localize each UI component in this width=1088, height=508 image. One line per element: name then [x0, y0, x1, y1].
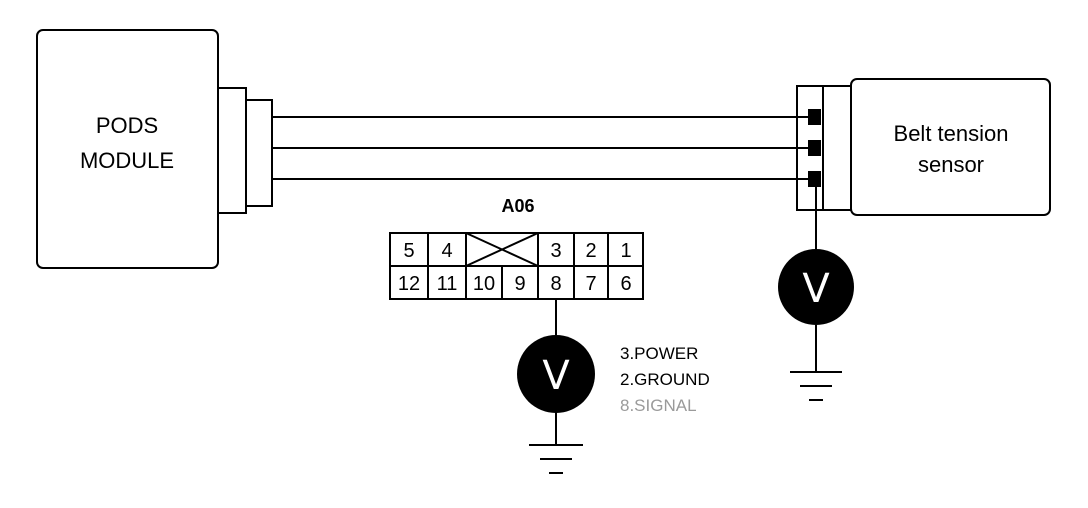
connector-a06 [389, 232, 644, 300]
legend-power: 3.POWER [620, 344, 698, 363]
legend-signal: 8.SIGNAL [620, 396, 697, 415]
pods-connector-plug [245, 99, 273, 207]
pods-module-label-2: MODULE [80, 148, 174, 173]
pods-connector-housing [217, 87, 247, 214]
pin-label: 3 [550, 240, 561, 262]
pin-label: 9 [514, 273, 525, 295]
voltmeter-icon [517, 335, 595, 413]
pin-label: 8 [550, 273, 561, 295]
sensor-pin-1 [808, 109, 821, 125]
pin-label: 12 [398, 273, 420, 295]
pin-label: 4 [441, 240, 452, 262]
pin-label: 11 [437, 273, 458, 295]
connector-id: A06 [501, 196, 534, 216]
voltmeter-symbol: V [542, 353, 570, 399]
sensor-label-2: sensor [918, 152, 984, 177]
pin-label: 5 [403, 240, 414, 262]
pin-label: 6 [620, 273, 631, 295]
pin-label: 1 [620, 240, 631, 262]
pin-label: 10 [473, 273, 495, 295]
belt-tension-sensor-box [850, 78, 1051, 216]
pods-module-label-1: PODS [96, 113, 158, 138]
sensor-pin-2 [808, 140, 821, 156]
sensor-pin-3 [808, 171, 821, 187]
sensor-label-1: Belt tension [894, 121, 1009, 146]
voltmeter-icon [778, 249, 854, 325]
sensor-connector-housing [822, 85, 852, 211]
empty-cavity-cross-b [465, 232, 539, 267]
voltmeter-symbol: V [802, 266, 830, 312]
pin-label: 2 [585, 240, 596, 262]
pin-label: 7 [585, 273, 596, 295]
legend-ground: 2.GROUND [620, 370, 710, 389]
